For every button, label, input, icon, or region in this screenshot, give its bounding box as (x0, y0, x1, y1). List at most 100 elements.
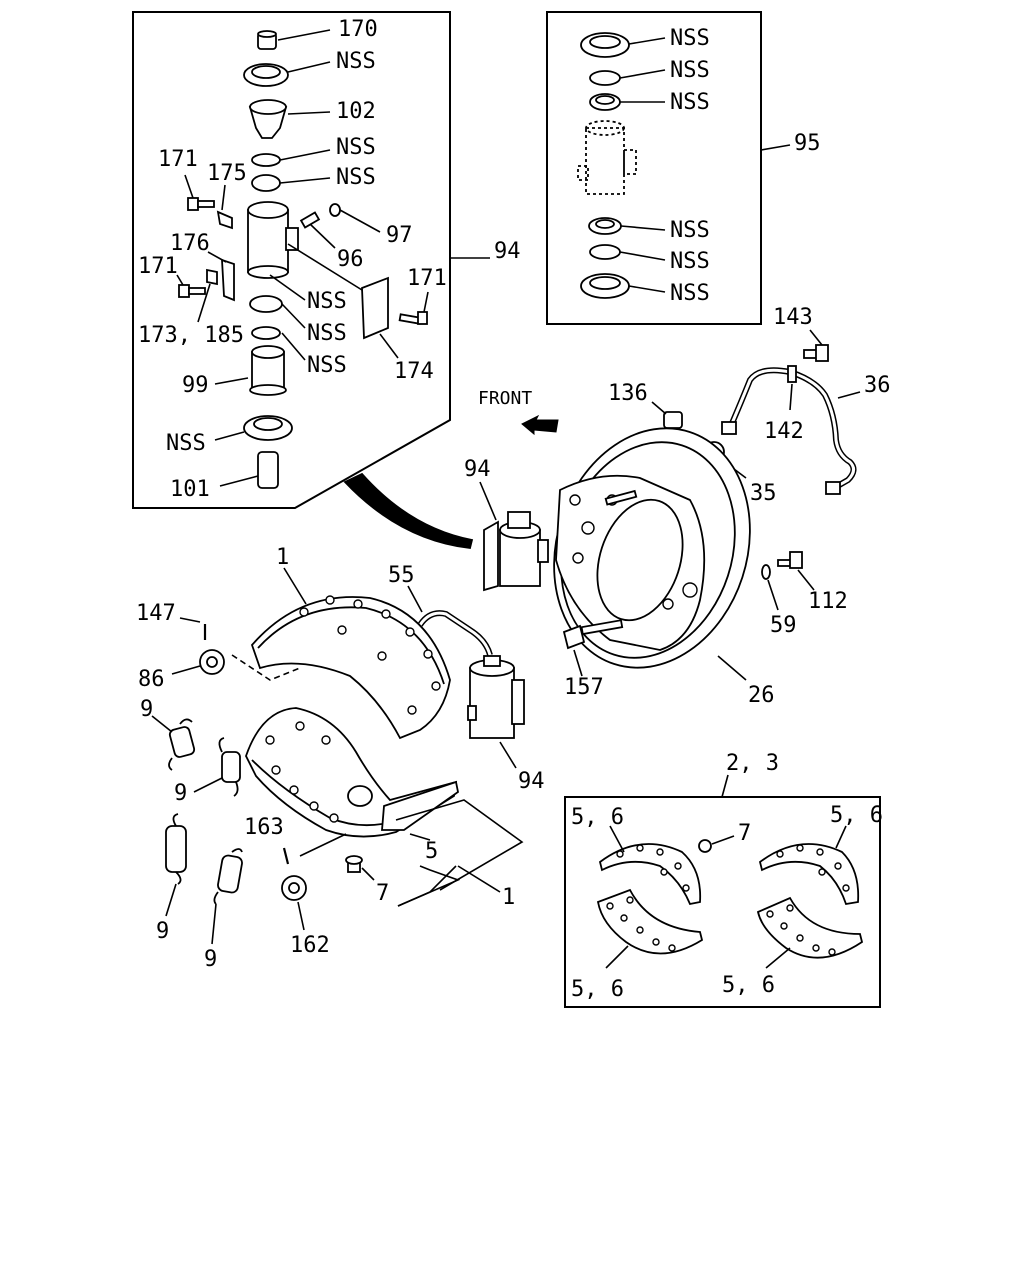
callout-101: 101 (170, 477, 210, 502)
callout-nss-7: NSS (166, 431, 206, 456)
callout-1-top: 1 (276, 545, 289, 570)
part-bolt-171-upper (187, 197, 215, 211)
callout-176: 176 (170, 231, 210, 256)
part-ring-seal-2 (251, 174, 281, 192)
part-bolt-157 (562, 619, 624, 650)
part-boot-seal (243, 63, 289, 87)
callout-162: 162 (290, 933, 330, 958)
callout-5-6-a: 5, 6 (571, 805, 624, 830)
part-ring-seal-3 (249, 295, 283, 313)
kit-ring-4 (589, 244, 621, 260)
part-piston-99 (249, 345, 287, 396)
front-label: FRONT (478, 388, 532, 409)
callout-9-a: 9 (140, 697, 153, 722)
callout-95: 95 (794, 131, 821, 156)
callout-nss-1: NSS (336, 49, 376, 74)
part-bolt-171-right (398, 311, 428, 325)
part-lining-5 (381, 780, 459, 831)
callout-26: 26 (748, 683, 775, 708)
callout-7: 7 (376, 881, 389, 906)
callout-59: 59 (770, 613, 797, 638)
inset-wheel-cylinder-94: 170 NSS 102 NSS NSS 171 175 97 96 176 17… (132, 11, 521, 509)
callout-175: 175 (207, 161, 247, 186)
part-spring-9-c (165, 813, 187, 885)
callout-nss-2: NSS (336, 135, 376, 160)
inset-shoe-top-right (758, 843, 860, 906)
inset-shoe-top-left (598, 843, 702, 906)
front-direction-indicator: FRONT (478, 388, 559, 436)
callout-94-low: 94 (518, 769, 545, 794)
part-spring-9-b (218, 737, 241, 797)
part-pin-163 (282, 847, 290, 865)
part-spring-9-a (168, 718, 196, 771)
part-bolt-143 (803, 344, 829, 362)
part-plate-174 (361, 276, 389, 340)
inset-shoe-bottom-right (756, 896, 864, 959)
callout-94-mid: 94 (464, 457, 491, 482)
callout-9-b: 9 (174, 781, 187, 806)
inset-rivet-7 (698, 839, 712, 853)
kit-callout-nss-3: NSS (670, 90, 710, 115)
callout-112: 112 (808, 589, 848, 614)
callout-5-6-b: 5, 6 (830, 803, 883, 828)
part-rivet-7 (345, 855, 363, 873)
part-brake-pipe-36 (721, 365, 857, 495)
callout-171-a: 171 (158, 147, 198, 172)
callout-2-3: 2, 3 (726, 751, 779, 776)
callout-142: 142 (764, 419, 804, 444)
callout-171-b: 171 (138, 254, 178, 279)
part-bolt-112 (777, 551, 803, 569)
part-wheel-cylinder-94-upper (483, 511, 549, 592)
callout-170: 170 (338, 17, 378, 42)
inset-shoe-bottom-left (596, 888, 704, 955)
callout-174: 174 (394, 359, 434, 384)
part-bolt-171-lower (178, 284, 206, 298)
callout-143: 143 (773, 305, 813, 330)
kit-callout-nss-1: NSS (670, 26, 710, 51)
part-ring-seal-4 (251, 326, 281, 340)
callout-147: 147 (136, 601, 176, 626)
callout-9-d: 9 (204, 947, 217, 972)
callout-5-6-d: 5, 6 (722, 973, 775, 998)
inset-repair-kit-95: NSS NSS NSS NSS NSS NSS 95 (546, 11, 821, 325)
part-cap-170 (257, 30, 277, 50)
callout-99: 99 (182, 373, 209, 398)
callout-86: 86 (138, 667, 165, 692)
part-plug-136 (663, 411, 683, 429)
part-cylinder-body (247, 201, 299, 279)
callout-96: 96 (337, 247, 364, 272)
part-bracket-176 (221, 258, 235, 302)
inset-pointer-arrow (343, 472, 474, 549)
part-pushrod-101 (257, 451, 279, 489)
part-boot-lower (243, 415, 293, 441)
part-brake-shoe-upper (250, 595, 451, 740)
part-backing-plate-26 (553, 427, 751, 669)
inset-shoe-assemblies-2-3: 2, 3 (564, 751, 883, 1008)
part-spring-9-d (213, 848, 243, 905)
part-ring-seal-1 (251, 153, 281, 167)
callout-nss-4: NSS (307, 289, 347, 314)
callout-94-box: 94 (494, 239, 521, 264)
callout-136: 136 (608, 381, 648, 406)
callout-102: 102 (336, 99, 376, 124)
part-retainer-86 (199, 649, 225, 675)
kit-callout-nss-6: NSS (670, 281, 710, 306)
part-retainer-162 (281, 875, 307, 901)
callout-7-box: 7 (738, 821, 751, 846)
callout-55: 55 (388, 563, 415, 588)
callout-9-c: 9 (156, 919, 169, 944)
part-cap-97 (329, 203, 341, 217)
callout-173-185: 173, 185 (138, 323, 244, 348)
callout-97: 97 (386, 223, 413, 248)
kit-callout-nss-4: NSS (670, 218, 710, 243)
kit-callout-nss-2: NSS (670, 58, 710, 83)
callout-nss-5: NSS (307, 321, 347, 346)
callout-157: 157 (564, 675, 604, 700)
callout-163: 163 (244, 815, 284, 840)
callout-35: 35 (750, 481, 777, 506)
part-adjuster-102 (248, 99, 288, 139)
part-plate-173 (206, 268, 218, 286)
part-bleeder-96 (299, 211, 321, 229)
callout-171-c: 171 (407, 266, 447, 291)
